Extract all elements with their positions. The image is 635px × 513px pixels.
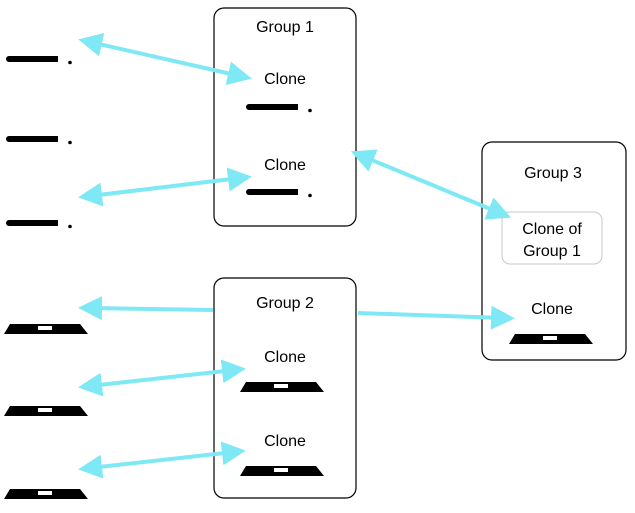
laptop-icon [4, 360, 88, 416]
group-3-box: Group 3 Clone of Group 1 Clone [481, 141, 627, 361]
clone-label: Clone [264, 71, 306, 88]
tablet-phone-icon [6, 10, 82, 67]
clone-label: Clone [264, 349, 306, 366]
left-laptop-2 [4, 360, 88, 416]
arrow-laptop3-group2clone2 [78, 441, 246, 479]
left-tablet-2 [6, 90, 82, 147]
clone-of-line-2: Group 1 [523, 243, 581, 260]
arrow-group2-laptop1 [78, 296, 214, 321]
left-laptop-1 [4, 278, 88, 334]
laptop-icon [4, 278, 88, 334]
left-tablet-1 [6, 10, 82, 67]
clone-of-group-1-box: Clone of Group 1 [501, 211, 603, 265]
group-1-clone-2: Clone [246, 143, 322, 200]
clone-of-line-1: Clone of [522, 221, 582, 238]
group-2-clone-1: Clone [240, 336, 324, 392]
arrow-laptop2-group2clone1 [78, 359, 246, 397]
arrow-group2-group3clone [357, 305, 515, 330]
arrow-group1-group3 [350, 149, 512, 220]
group-1-box: Group 1 Clone Clone [213, 7, 357, 227]
group-2-clone-2: Clone [240, 420, 324, 476]
clone-label: Clone [264, 157, 306, 174]
group-1-title: Group 1 [256, 19, 314, 36]
left-tablet-3 [6, 174, 82, 231]
tablet-phone-icon [6, 90, 82, 147]
clone-label: Clone [531, 301, 573, 318]
laptop-icon [4, 443, 88, 499]
left-laptop-3 [4, 443, 88, 499]
group-3-title: Group 3 [524, 165, 582, 182]
group-2-title: Group 2 [256, 295, 314, 312]
group-2-box: Group 2 Clone Clone [213, 277, 357, 499]
clone-label: Clone [264, 433, 306, 450]
tablet-phone-icon [6, 174, 82, 231]
arrows [78, 32, 515, 479]
group-1-clone-1: Clone [246, 58, 322, 115]
arrow-tablet1-group1clone1 [78, 32, 252, 86]
group-3-clone: Clone [509, 288, 593, 344]
arrow-tablet3-group1clone2 [78, 167, 252, 207]
